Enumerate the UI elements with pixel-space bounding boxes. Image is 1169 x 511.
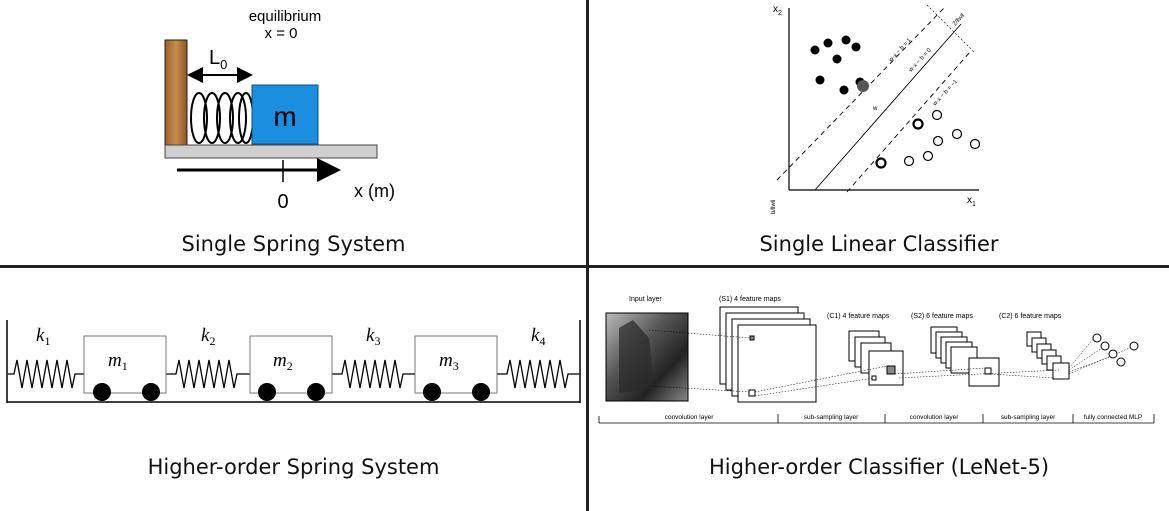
wheels [93, 383, 490, 401]
mass-label: m [273, 101, 296, 132]
wall [164, 39, 188, 147]
panel-lenet: Input layer (S1) 4 feature maps (C1) 4 f… [589, 268, 1169, 511]
equilibrium-x-label: x = 0 [265, 25, 298, 42]
vertical-divider [586, 0, 589, 511]
mass-block [251, 84, 319, 145]
spring-3 [332, 359, 415, 389]
equilibrium-label: equilibrium [249, 8, 322, 25]
panel-single-spring: equilibrium x = 0 L0 m x (m) 0 Single Sp… [0, 0, 587, 265]
caption-lenet: Higher-order Classifier (LeNet-5) [708, 455, 1050, 479]
s1-maps [719, 306, 817, 403]
horizontal-divider [0, 265, 1169, 268]
stage-mlp: fully connected MLP [1084, 414, 1143, 421]
mass-label-1: m1 [108, 350, 128, 373]
input-image-building [619, 320, 654, 393]
lower-line-label: w·x − b = −1 [931, 79, 959, 109]
stage-convolution-1: convolution layer [665, 414, 715, 421]
c1-maps [848, 330, 904, 386]
decision-boundary [814, 23, 962, 191]
panel-higher-order-spring: k1 k2 k3 k4 m1 m2 m3 Higher-order Spring… [0, 268, 587, 511]
spring-constant-2: k2 [201, 325, 215, 348]
x1-label: x1 [967, 195, 976, 208]
stage-subsampling-1: sub-sampling layer [804, 414, 859, 421]
margin-upper [776, 7, 945, 181]
c1-label: (C1) 4 feature maps [827, 313, 890, 320]
stage-convolution-2: convolution layer [910, 414, 960, 421]
linear-classifier-diagram: x2 x1 w·x − b = 1 w·x − b = 0 w·x − b = … [771, 4, 981, 214]
caption-linear-classifier: Single Linear Classifier [759, 232, 999, 256]
margin-label: 2/‖w‖ [952, 13, 966, 28]
mass-label-2: m2 [273, 350, 293, 373]
connection-lines [648, 329, 1135, 397]
s2-maps [930, 326, 1000, 387]
s1-label: (S1) 4 feature maps [719, 296, 781, 303]
length-label: L0 [209, 47, 227, 72]
caption-higher-order-spring: Higher-order Spring System [147, 455, 440, 479]
c2-maps [1026, 331, 1070, 380]
spring-constant-3: k3 [366, 325, 380, 348]
offset-label: b/‖w‖ [771, 200, 777, 214]
c2-label: (C2) 6 feature maps [999, 313, 1062, 320]
mass-label-3: m3 [439, 350, 459, 373]
panel-linear-classifier: x2 x1 w·x − b = 1 w·x − b = 0 w·x − b = … [589, 0, 1169, 265]
upper-line-label: w·x − b = 1 [887, 37, 913, 64]
s2-label: (S2) 6 feature maps [911, 313, 973, 320]
class-negative-points [875, 109, 981, 169]
spring-constant-1: k1 [36, 325, 50, 348]
margin-bracket [926, 4, 975, 53]
input-layer-label: Input layer [629, 296, 662, 303]
x-axis-label: x (m) [354, 181, 395, 201]
x2-label: x2 [773, 4, 782, 17]
stage-subsampling-2: sub-sampling layer [1001, 414, 1056, 421]
origin-label: 0 [277, 191, 288, 213]
w-label: w [872, 106, 878, 112]
spring-4 [497, 359, 579, 389]
single-spring-diagram: equilibrium x = 0 L0 m x (m) 0 [164, 8, 395, 213]
spring-2 [166, 359, 250, 389]
mlp-nodes [1092, 333, 1139, 367]
higher-order-spring-diagram: k1 k2 k3 k4 m1 m2 m3 [6, 320, 581, 403]
spring-coil [190, 92, 254, 144]
spring-1 [8, 359, 84, 389]
floor [164, 144, 378, 159]
margin-lower [846, 51, 971, 193]
class-positive-points [810, 35, 869, 95]
caption-single-spring: Single Spring System [181, 232, 406, 256]
spring-constant-4: k4 [531, 325, 545, 348]
lenet-diagram: Input layer (S1) 4 feature maps (C1) 4 f… [598, 296, 1155, 424]
